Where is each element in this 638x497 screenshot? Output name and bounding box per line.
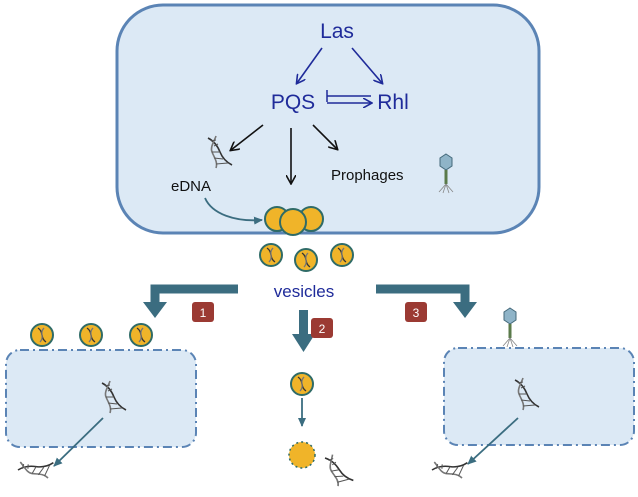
recipient-cell-3 (443, 347, 635, 446)
vesicles-label: vesicles (274, 282, 334, 301)
svg-text:3: 3 (413, 306, 420, 320)
svg-text:1: 1 (200, 306, 207, 320)
fused-vesicle-1 (30, 323, 54, 347)
cell-3-dna-release-arrow (467, 417, 519, 465)
las-to-pqs-arrow (297, 47, 323, 83)
free-vesicle (290, 372, 314, 396)
edna-label: eDNA (171, 178, 211, 195)
pathway-2-badge: 2 (311, 318, 333, 338)
budding-vesicles (264, 206, 324, 236)
released-vesicle-2 (294, 248, 318, 272)
released-dna-1-icon (15, 447, 57, 486)
released-vesicle-3 (330, 243, 354, 267)
las-label: Las (320, 20, 354, 43)
edna-to-vesicle-arrow (204, 197, 263, 225)
pqs-rhl-inhibition-arrow (326, 90, 371, 102)
pqs-to-prophages-arrow (312, 124, 337, 149)
released-dna-3-icon (429, 447, 471, 486)
las-to-rhl-arrow (351, 47, 382, 83)
pathway-1-badge: 1 (192, 302, 214, 322)
pathway-1-arrow (150, 284, 238, 304)
recipient-cell-1 (5, 349, 197, 448)
pathway-2-arrow (299, 310, 308, 336)
pqs-label: PQS (271, 91, 315, 114)
pathway-3-arrow (376, 284, 470, 304)
pathway-3-badge: 3 (405, 302, 427, 322)
fused-vesicle-3 (129, 323, 153, 347)
svg-text:2: 2 (319, 322, 326, 336)
rhl-label: Rhl (377, 91, 409, 114)
cell-1-dna-release-arrow (53, 417, 104, 467)
fused-vesicle-2 (79, 323, 103, 347)
released-dna-2-icon (323, 451, 355, 489)
bacterial-cell (115, 3, 541, 235)
released-vesicle-1 (259, 243, 283, 267)
prophages-label: Prophages (331, 167, 404, 184)
pqs-to-edna-arrow (231, 124, 264, 150)
lysed-vesicle (288, 441, 316, 469)
infecting-phage-icon (502, 307, 518, 348)
